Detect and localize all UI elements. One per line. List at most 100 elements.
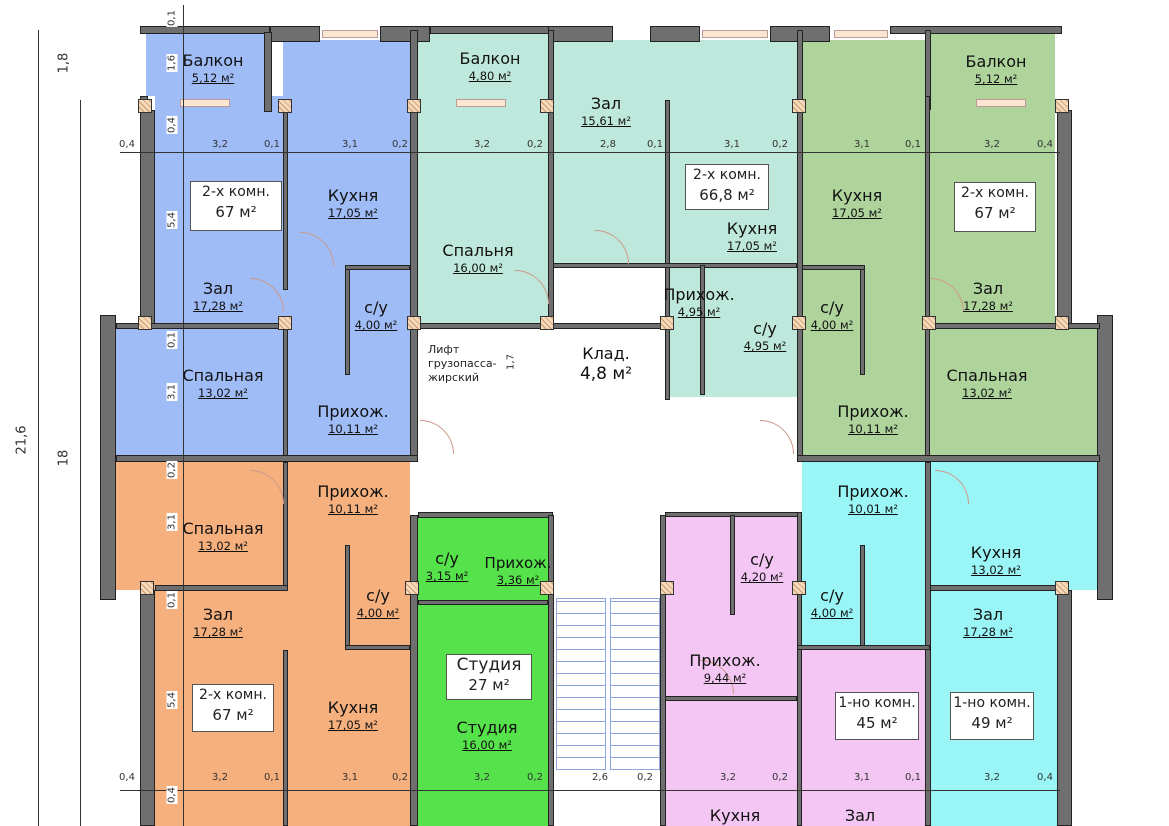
- room-name: Зал: [972, 605, 1004, 624]
- room-hallway: Прихож.10,11 м²: [317, 482, 388, 516]
- wall: [264, 32, 272, 112]
- room-area: 17,28 м²: [193, 625, 243, 639]
- room-kitchen: Кухня: [710, 806, 760, 826]
- room-area: 17,28 м²: [193, 299, 243, 313]
- room-area: 17,28 м²: [963, 299, 1013, 313]
- room-name: с/у: [753, 319, 777, 338]
- wall: [665, 100, 670, 400]
- column: [1055, 99, 1069, 113]
- room-hallway: Прихож.10,01 м²: [837, 482, 908, 516]
- apartment-type: 2-х комн.: [199, 687, 267, 703]
- column: [540, 99, 554, 113]
- dimension-label: 5,4: [166, 211, 178, 229]
- room-name: с/у: [435, 549, 459, 568]
- room-area: 17,05 м²: [832, 206, 882, 220]
- room-area: 9,44 м²: [703, 671, 747, 685]
- dimension-balcony-depth: 1,8: [56, 52, 72, 74]
- column: [138, 316, 152, 330]
- column: [660, 316, 674, 330]
- room-area: 10,11 м²: [328, 422, 378, 436]
- wall: [410, 515, 418, 826]
- room-hallway: Прихож.3,36 м²: [485, 553, 552, 587]
- wall: [548, 26, 613, 42]
- room-area: 4,8 м²: [579, 364, 633, 384]
- window: [976, 99, 1026, 107]
- lift-label: Лифт грузопасса- жирский: [428, 343, 497, 385]
- dimension-label: 3,1: [166, 383, 178, 401]
- room-area: 3,15 м²: [425, 569, 469, 583]
- wall: [890, 26, 1062, 34]
- room-area: 4,95 м²: [677, 305, 721, 319]
- apartment-olive-fill: [930, 325, 1097, 455]
- room-name: Кухня: [327, 698, 379, 717]
- room-area: 3,36 м²: [496, 573, 540, 587]
- apartment-type: Студия: [456, 655, 522, 675]
- dimension-label: 0,2: [527, 139, 543, 150]
- dimension-label: 0,1: [166, 9, 178, 27]
- column: [540, 581, 554, 595]
- room-name: Кухня: [970, 543, 1022, 562]
- room-name: с/у: [820, 298, 844, 317]
- apartment-area: 49 м²: [971, 714, 1013, 732]
- dimension-label: 0,1: [264, 139, 280, 150]
- room-area: 10,11 м²: [848, 422, 898, 436]
- staircase: [556, 598, 606, 770]
- dimension-label: 3,2: [984, 139, 1000, 150]
- dimension-label: 3,2: [984, 772, 1000, 783]
- dimension-label: 3,2: [212, 139, 228, 150]
- room-name: Прихож.: [837, 402, 909, 421]
- wall: [100, 315, 116, 600]
- dimension-label: 3,1: [342, 772, 358, 783]
- dimension-label: 0,1: [905, 139, 921, 150]
- room-hallway: Прихож.10,11 м²: [317, 402, 388, 436]
- room-area: 4,00 м²: [810, 318, 854, 332]
- room-name: Спальня: [442, 241, 514, 260]
- apartment-badge: 1-но комн.45 м²: [835, 692, 919, 740]
- room-name: Кухня: [726, 219, 778, 238]
- room-area: 13,02 м²: [962, 386, 1012, 400]
- door-swing: [760, 420, 794, 454]
- dimension-main: 18: [56, 449, 72, 467]
- wall: [925, 96, 930, 456]
- apartment-type: 2-х комн.: [202, 184, 270, 200]
- wall: [410, 30, 418, 460]
- dimension-line: [120, 790, 1060, 791]
- room-area: 17,05 м²: [727, 239, 777, 253]
- apartment-blue-fill: [146, 32, 268, 96]
- room-area: 5,12 м²: [191, 71, 235, 85]
- wall: [283, 650, 288, 826]
- dimension-label: 0,1: [905, 772, 921, 783]
- dimension-label: 0,2: [392, 139, 408, 150]
- apartment-area: 67 м²: [974, 204, 1016, 222]
- window: [834, 30, 888, 38]
- apartment-area: 66,8 м²: [699, 186, 755, 204]
- room-name: Зал: [202, 605, 234, 624]
- room-name: Кухня: [327, 186, 379, 205]
- dimension-label: 0,2: [527, 772, 543, 783]
- apartment-type: 2-х комн.: [693, 167, 761, 183]
- room-area: 17,05 м²: [328, 206, 378, 220]
- lift-label-line: жирский: [428, 371, 480, 384]
- room-name: Прихож.: [484, 554, 552, 572]
- wall: [140, 110, 155, 325]
- dimension-label: 3,2: [212, 772, 228, 783]
- window: [702, 30, 768, 38]
- room-name: Клад.: [582, 344, 630, 363]
- column: [407, 99, 421, 113]
- column: [138, 99, 152, 113]
- apartment-olive-fill: [930, 32, 1055, 325]
- room-name: Зал: [590, 94, 622, 113]
- wall: [380, 26, 430, 42]
- lift-label-line: грузопасса-: [428, 357, 497, 370]
- apartment-badge: 2-х комн.67 м²: [192, 684, 274, 732]
- dimension-label: 0,4: [1037, 139, 1053, 150]
- room-name: Прихож.: [317, 482, 389, 501]
